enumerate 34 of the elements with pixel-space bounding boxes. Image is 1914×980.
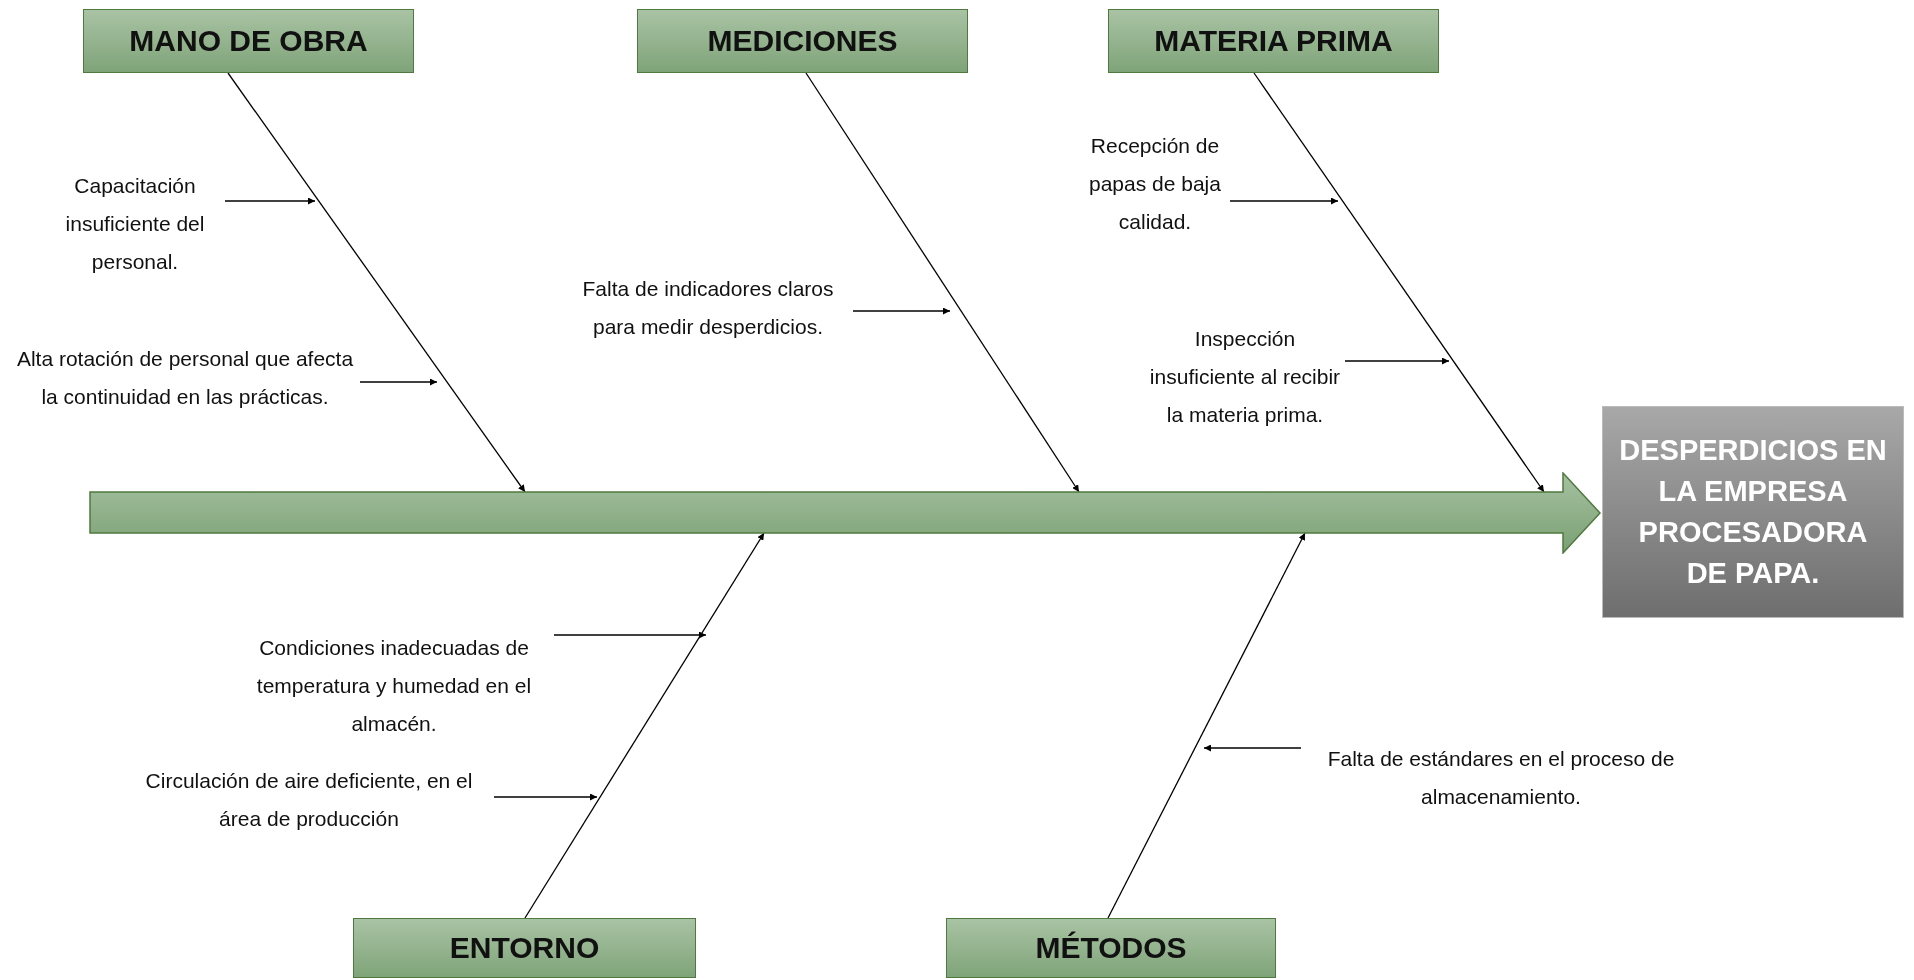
cause-arrow xyxy=(553,631,707,639)
bone-arrow xyxy=(1253,72,1545,493)
category-title: MEDICIONES xyxy=(707,24,898,58)
cause-text: Recepción de papas de baja calidad. xyxy=(1088,133,1222,235)
category-box xyxy=(1108,9,1439,73)
cause-text: Alta rotación de personal que afecta la continuidad en las prácticas. xyxy=(15,346,355,410)
cause-arrow xyxy=(224,197,316,205)
category-title: MATERIA PRIMA xyxy=(1154,24,1393,58)
category-title: ENTORNO xyxy=(449,931,600,965)
effect-box xyxy=(1602,406,1904,618)
category-box xyxy=(83,9,414,73)
cause-text: Falta de estándares en el proceso de almacenamiento. xyxy=(1326,746,1676,810)
cause-arrow xyxy=(1344,357,1450,365)
category-title: MÉTODOS xyxy=(1035,931,1187,965)
cause-text: Circulación de aire deficiente, en el área de producción xyxy=(144,768,474,832)
bone-arrow xyxy=(227,72,526,493)
category-title: MANO DE OBRA xyxy=(129,24,368,58)
cause-arrow xyxy=(493,793,598,801)
cause-text: Inspección insuficiente al recibir la materia prima. xyxy=(1148,326,1342,428)
cause-arrow xyxy=(1229,197,1339,205)
category-box xyxy=(353,918,696,978)
category-box xyxy=(637,9,968,73)
cause-text: Condiciones inadecuadas de temperatura y humedad en el almacén. xyxy=(255,635,533,737)
cause-text: Capacitación insuficiente del personal. xyxy=(64,173,206,275)
category-box xyxy=(946,918,1276,978)
cause-text: Falta de indicadores claros para medir desperdicios. xyxy=(581,276,835,340)
cause-arrow xyxy=(359,378,438,386)
cause-arrow xyxy=(1203,744,1302,752)
spine-arrow xyxy=(89,472,1601,554)
cause-arrow xyxy=(852,307,951,315)
bone-arrow xyxy=(805,72,1080,493)
effect-title: DESPERDICIOS EN LA EMPRESA PROCESADORA DE PAPA. xyxy=(1618,432,1888,592)
bone-arrow xyxy=(524,532,765,919)
bone-arrow xyxy=(1107,532,1306,919)
